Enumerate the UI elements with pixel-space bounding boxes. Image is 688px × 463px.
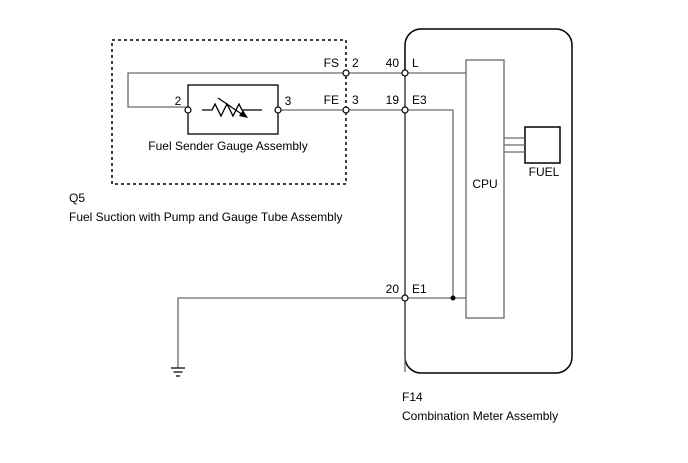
fuel-suction-assembly-code: Q5 [69,191,85,205]
signal-fs-label: FS [324,56,339,70]
combination-meter-name: Combination Meter Assembly [402,409,558,423]
wire-e1-to-ground [177,297,466,368]
sender-gauge-box [187,84,279,135]
connector-pin-fs [342,69,350,77]
pin-19-number: 19 [386,93,400,107]
pin-fs-number: 2 [352,56,359,70]
signal-fe-label: FE [324,93,339,107]
resistor-arrowhead-icon [239,110,248,118]
fuel-gauge-block [524,126,561,164]
cpu-label: CPU [472,177,497,191]
connector-pin-fe [342,106,350,114]
sender-pin-right-label: 3 [285,94,292,108]
wire-e3-to-ground-node [346,109,454,298]
signal-e1-label: E1 [412,282,427,296]
cpu-fuel-link [504,137,525,153]
meter-pin-19 [401,106,409,114]
combination-meter-box [404,28,573,374]
cpu-block [465,59,505,319]
wire-fs-to-sender [127,72,346,108]
meter-pin-20 [401,294,409,302]
ground-icon [171,367,185,377]
combination-meter-code: F14 [402,390,423,404]
pin-40-number: 40 [386,56,400,70]
sender-gauge-label: Fuel Sender Gauge Assembly [148,139,307,153]
meter-pin-40 [401,69,409,77]
signal-l-label: L [412,56,419,70]
pin-fe-number: 3 [352,93,359,107]
fuel-suction-assembly-name: Fuel Suction with Pump and Gauge Tube As… [69,210,343,224]
sender-pin-left-label: 2 [175,94,182,108]
sender-pin-left [184,106,192,114]
ground-junction-dot [450,295,456,301]
signal-e3-label: E3 [412,93,427,107]
sender-pin-right [274,106,282,114]
pin-20-number: 20 [386,282,400,296]
fuel-gauge-label: FUEL [529,165,560,179]
